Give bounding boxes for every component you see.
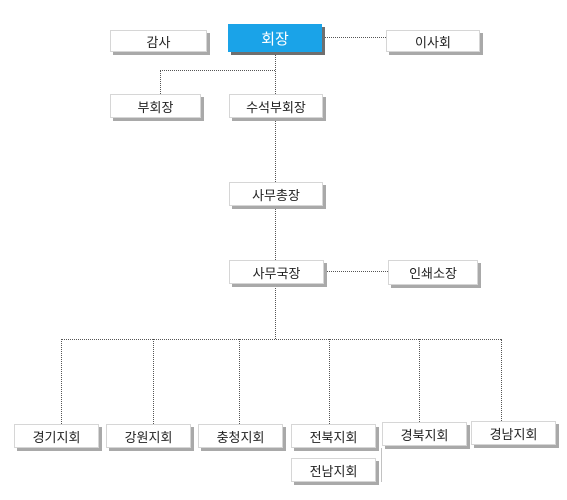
connector-branch-6 [381,448,382,482]
branch-box-chungcheong: 충청지회 [198,424,283,448]
president-box: 회장 [228,24,322,52]
connector-branch-1 [153,339,154,424]
connector-branch-0 [61,339,62,424]
connector-branch-2 [239,339,240,424]
branch-box-gyeongbuk: 경북지회 [382,422,467,446]
connector-vice-branch [160,70,275,71]
secretary-general-box: 사무총장 [229,182,323,206]
connector-president-board [322,37,386,38]
branch-box-gangwon: 강원지회 [106,424,191,448]
print-center-box: 인쇄소장 [388,260,478,285]
connector-branch-5 [501,339,502,421]
connector-secretary-director [275,206,276,260]
branch-box-gyeonggi: 경기지회 [14,424,99,448]
connector-director-print [324,271,388,272]
auditor-box: 감사 [110,30,207,52]
branch-box-gyeongnam: 경남지회 [471,421,556,445]
board-box: 이사회 [386,30,480,52]
senior-vice-president-box: 수석부회장 [229,94,323,118]
connector-branch-bus [61,339,501,340]
connector-president-down [275,52,276,94]
branch-box-jeonbuk: 전북지회 [291,424,376,448]
office-director-box: 사무국장 [229,260,324,284]
connector-senior-secretary [275,118,276,182]
vice-president-box: 부회장 [110,94,201,118]
connector-vice-drop [160,70,161,94]
connector-branch-3 [329,339,330,424]
connector-director-branches [275,284,276,339]
connector-branch-4 [419,339,420,422]
branch-box-jeonnam: 전남지회 [291,458,376,482]
